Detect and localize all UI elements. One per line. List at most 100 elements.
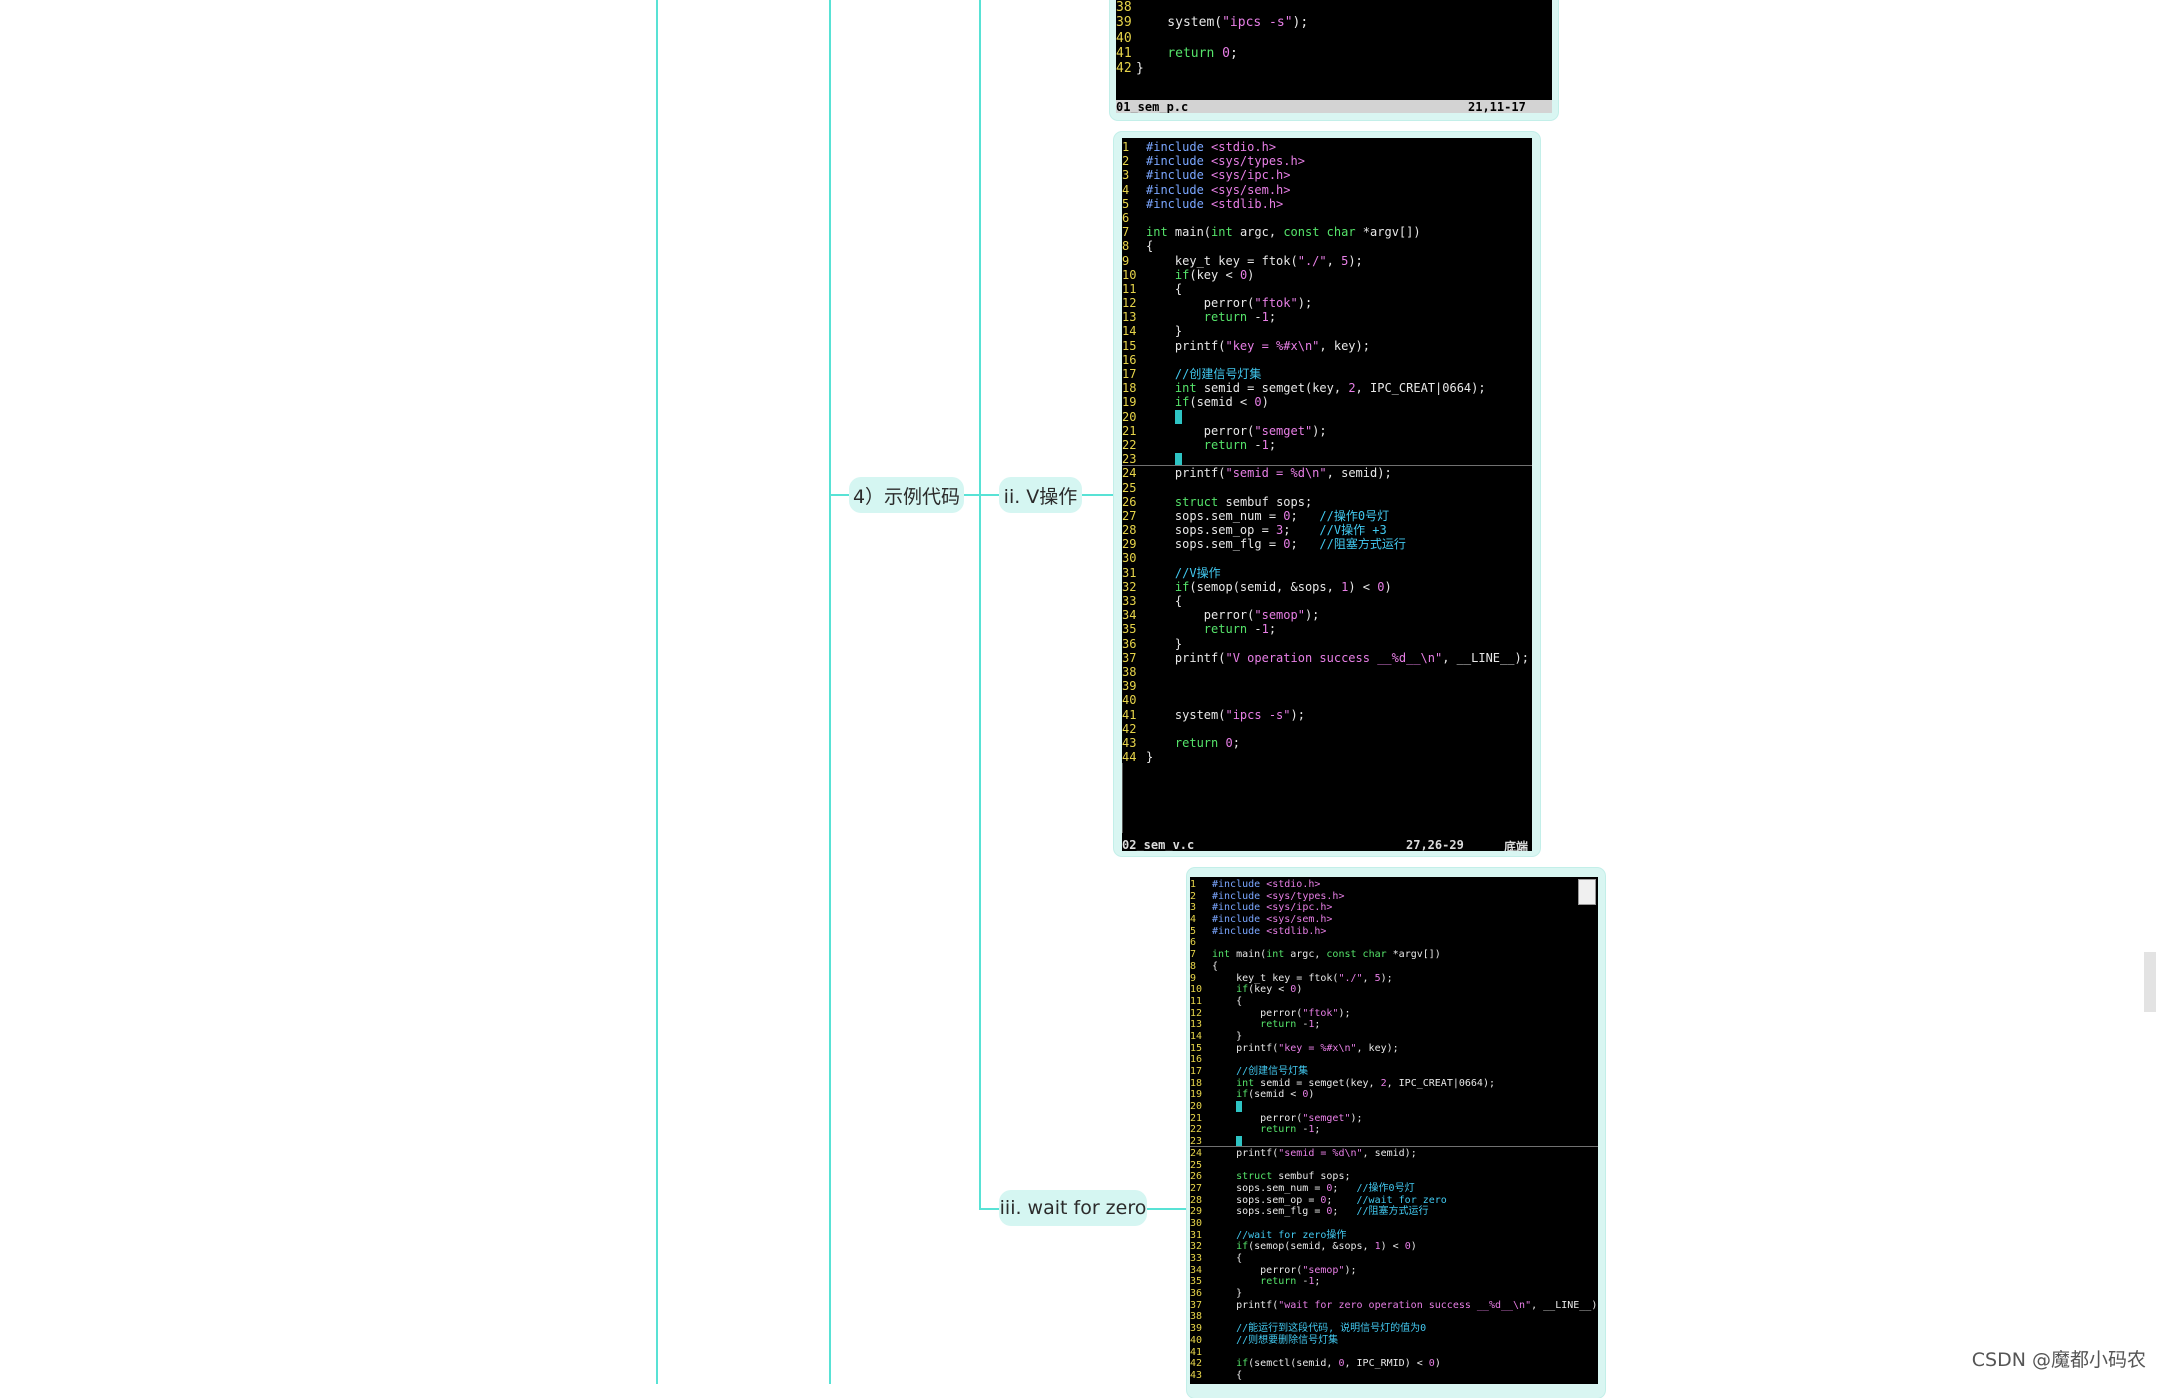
code-text: #include <sys/types.h> — [1212, 891, 1344, 902]
code-text: if(key < 0) — [1146, 268, 1254, 282]
code-line: 40 — [1122, 693, 1532, 707]
code-line: 20 — [1190, 1101, 1598, 1113]
topic-label: iii. wait for zero — [1000, 1197, 1147, 1219]
code-line: 10 if(key < 0) — [1122, 268, 1532, 282]
line-number: 12 — [1190, 1008, 1212, 1020]
code-listing: 37 printf("P operation success __%d__\n"… — [1116, 0, 1552, 76]
code-line: 33 { — [1190, 1253, 1598, 1265]
code-text: printf("key = %#x\n", key); — [1212, 1043, 1399, 1054]
line-number: 24 — [1190, 1148, 1212, 1160]
code-text: #include <stdlib.h> — [1212, 926, 1326, 937]
status-position-tail: 底端 — [1504, 838, 1528, 851]
connector-line — [979, 0, 981, 1209]
code-text: { — [1212, 1253, 1242, 1264]
code-line: 42 — [1122, 722, 1532, 736]
code-line: 9 key_t key = ftok("./", 5); — [1122, 254, 1532, 268]
line-number: 5 — [1190, 926, 1212, 938]
line-number: 39 — [1190, 1323, 1212, 1335]
code-text: //wait for zero操作 — [1212, 1230, 1346, 1241]
code-line: 21 perror("semget"); — [1190, 1113, 1598, 1125]
code-text: sops.sem_num = 0; //操作0号灯 — [1146, 509, 1389, 523]
line-number: 38 — [1190, 1311, 1212, 1323]
line-number: 18 — [1122, 381, 1146, 395]
code-line: 2#include <sys/types.h> — [1122, 154, 1532, 168]
page-scrollbar-thumb[interactable] — [2144, 952, 2156, 1012]
code-line: 42} — [1116, 61, 1552, 76]
topic-v-operation[interactable]: ii. V操作 — [999, 477, 1082, 513]
line-number: 20 — [1122, 410, 1146, 424]
code-line: 11 { — [1122, 282, 1532, 296]
code-text: { — [1146, 282, 1182, 296]
line-number: 11 — [1190, 996, 1212, 1008]
code-line: 15 printf("key = %#x\n", key); — [1190, 1043, 1598, 1055]
code-line: 5#include <stdlib.h> — [1122, 197, 1532, 211]
code-line: 14 } — [1190, 1031, 1598, 1043]
code-text: if(key < 0) — [1212, 984, 1302, 995]
code-line: 43 return 0; — [1122, 736, 1532, 750]
line-number: 9 — [1190, 973, 1212, 985]
line-number: 1 — [1122, 140, 1146, 154]
code-line: 22 return -1; — [1122, 438, 1532, 452]
code-text — [1212, 1101, 1242, 1112]
connector-line — [1147, 1208, 1187, 1210]
code-text: perror("semop"); — [1146, 608, 1319, 622]
code-line: 25 — [1190, 1160, 1598, 1172]
line-number: 35 — [1122, 622, 1146, 636]
line-number: 13 — [1190, 1019, 1212, 1031]
code-text: key_t key = ftok("./", 5); — [1212, 973, 1393, 984]
code-text: sops.sem_op = 0; //wait for zero — [1212, 1195, 1447, 1206]
line-number: 39 — [1122, 679, 1146, 693]
code-line: 12 perror("ftok"); — [1190, 1008, 1598, 1020]
code-line: 20 — [1122, 410, 1532, 424]
line-number: 3 — [1190, 902, 1212, 914]
code-line: 14 } — [1122, 324, 1532, 338]
code-text: return -1; — [1212, 1276, 1320, 1287]
line-number: 15 — [1122, 339, 1146, 353]
line-number: 32 — [1190, 1241, 1212, 1253]
line-number: 37 — [1190, 1300, 1212, 1312]
code-line: 35 return -1; — [1190, 1276, 1598, 1288]
code-text: struct sembuf sops; — [1146, 495, 1312, 509]
line-number: 41 — [1122, 708, 1146, 722]
code-line: 17 //创建信号灯集 — [1122, 367, 1532, 381]
image-corner-icon — [1578, 879, 1596, 905]
code-text: #include <sys/ipc.h> — [1146, 168, 1291, 182]
code-text: } — [1212, 1031, 1242, 1042]
connector-line — [1082, 494, 1118, 496]
code-line: 11 { — [1190, 996, 1598, 1008]
code-text: } — [1146, 324, 1182, 338]
line-number: 19 — [1190, 1089, 1212, 1101]
code-text: #include <stdlib.h> — [1146, 197, 1283, 211]
code-text: printf("key = %#x\n", key); — [1146, 339, 1370, 353]
code-text: int semid = semget(key, 2, IPC_CREAT|066… — [1146, 381, 1486, 395]
line-number: 16 — [1190, 1054, 1212, 1066]
code-line: 38 — [1116, 0, 1552, 15]
line-number: 27 — [1190, 1183, 1212, 1195]
code-text: printf("semid = %d\n", semid); — [1146, 466, 1392, 480]
code-text: //能运行到这段代码, 说明信号灯的值为0 — [1212, 1323, 1426, 1334]
connector-line — [829, 494, 849, 496]
code-line: 29 sops.sem_flg = 0; //阻塞方式运行 — [1190, 1206, 1598, 1218]
code-line: 44} — [1122, 750, 1532, 764]
code-line: 16 — [1122, 353, 1532, 367]
code-line: 13 return -1; — [1122, 310, 1532, 324]
line-number: 25 — [1190, 1160, 1212, 1172]
line-number: 42 — [1116, 61, 1136, 76]
topic-example-code[interactable]: 4）示例代码 — [849, 477, 964, 513]
line-number: 28 — [1190, 1195, 1212, 1207]
code-line: 18 int semid = semget(key, 2, IPC_CREAT|… — [1190, 1078, 1598, 1090]
code-line: 1#include <stdio.h> — [1190, 879, 1598, 891]
topic-wait-for-zero[interactable]: iii. wait for zero — [999, 1190, 1147, 1226]
connector-line — [964, 494, 999, 496]
code-line: 43 { — [1190, 1370, 1598, 1382]
code-line: 29 sops.sem_flg = 0; //阻塞方式运行 — [1122, 537, 1532, 551]
line-number: 6 — [1122, 211, 1146, 225]
line-number: 34 — [1122, 608, 1146, 622]
code-listing: 1#include <stdio.h>2#include <sys/types.… — [1190, 879, 1598, 1382]
code-text: sops.sem_num = 0; //操作0号灯 — [1212, 1183, 1415, 1194]
line-number: 38 — [1116, 0, 1136, 15]
code-line: 19 if(semid < 0) — [1190, 1089, 1598, 1101]
code-text: return -1; — [1146, 310, 1276, 324]
vim-status-bar: 01_sem_p.c 21,11-17 — [1116, 100, 1552, 113]
